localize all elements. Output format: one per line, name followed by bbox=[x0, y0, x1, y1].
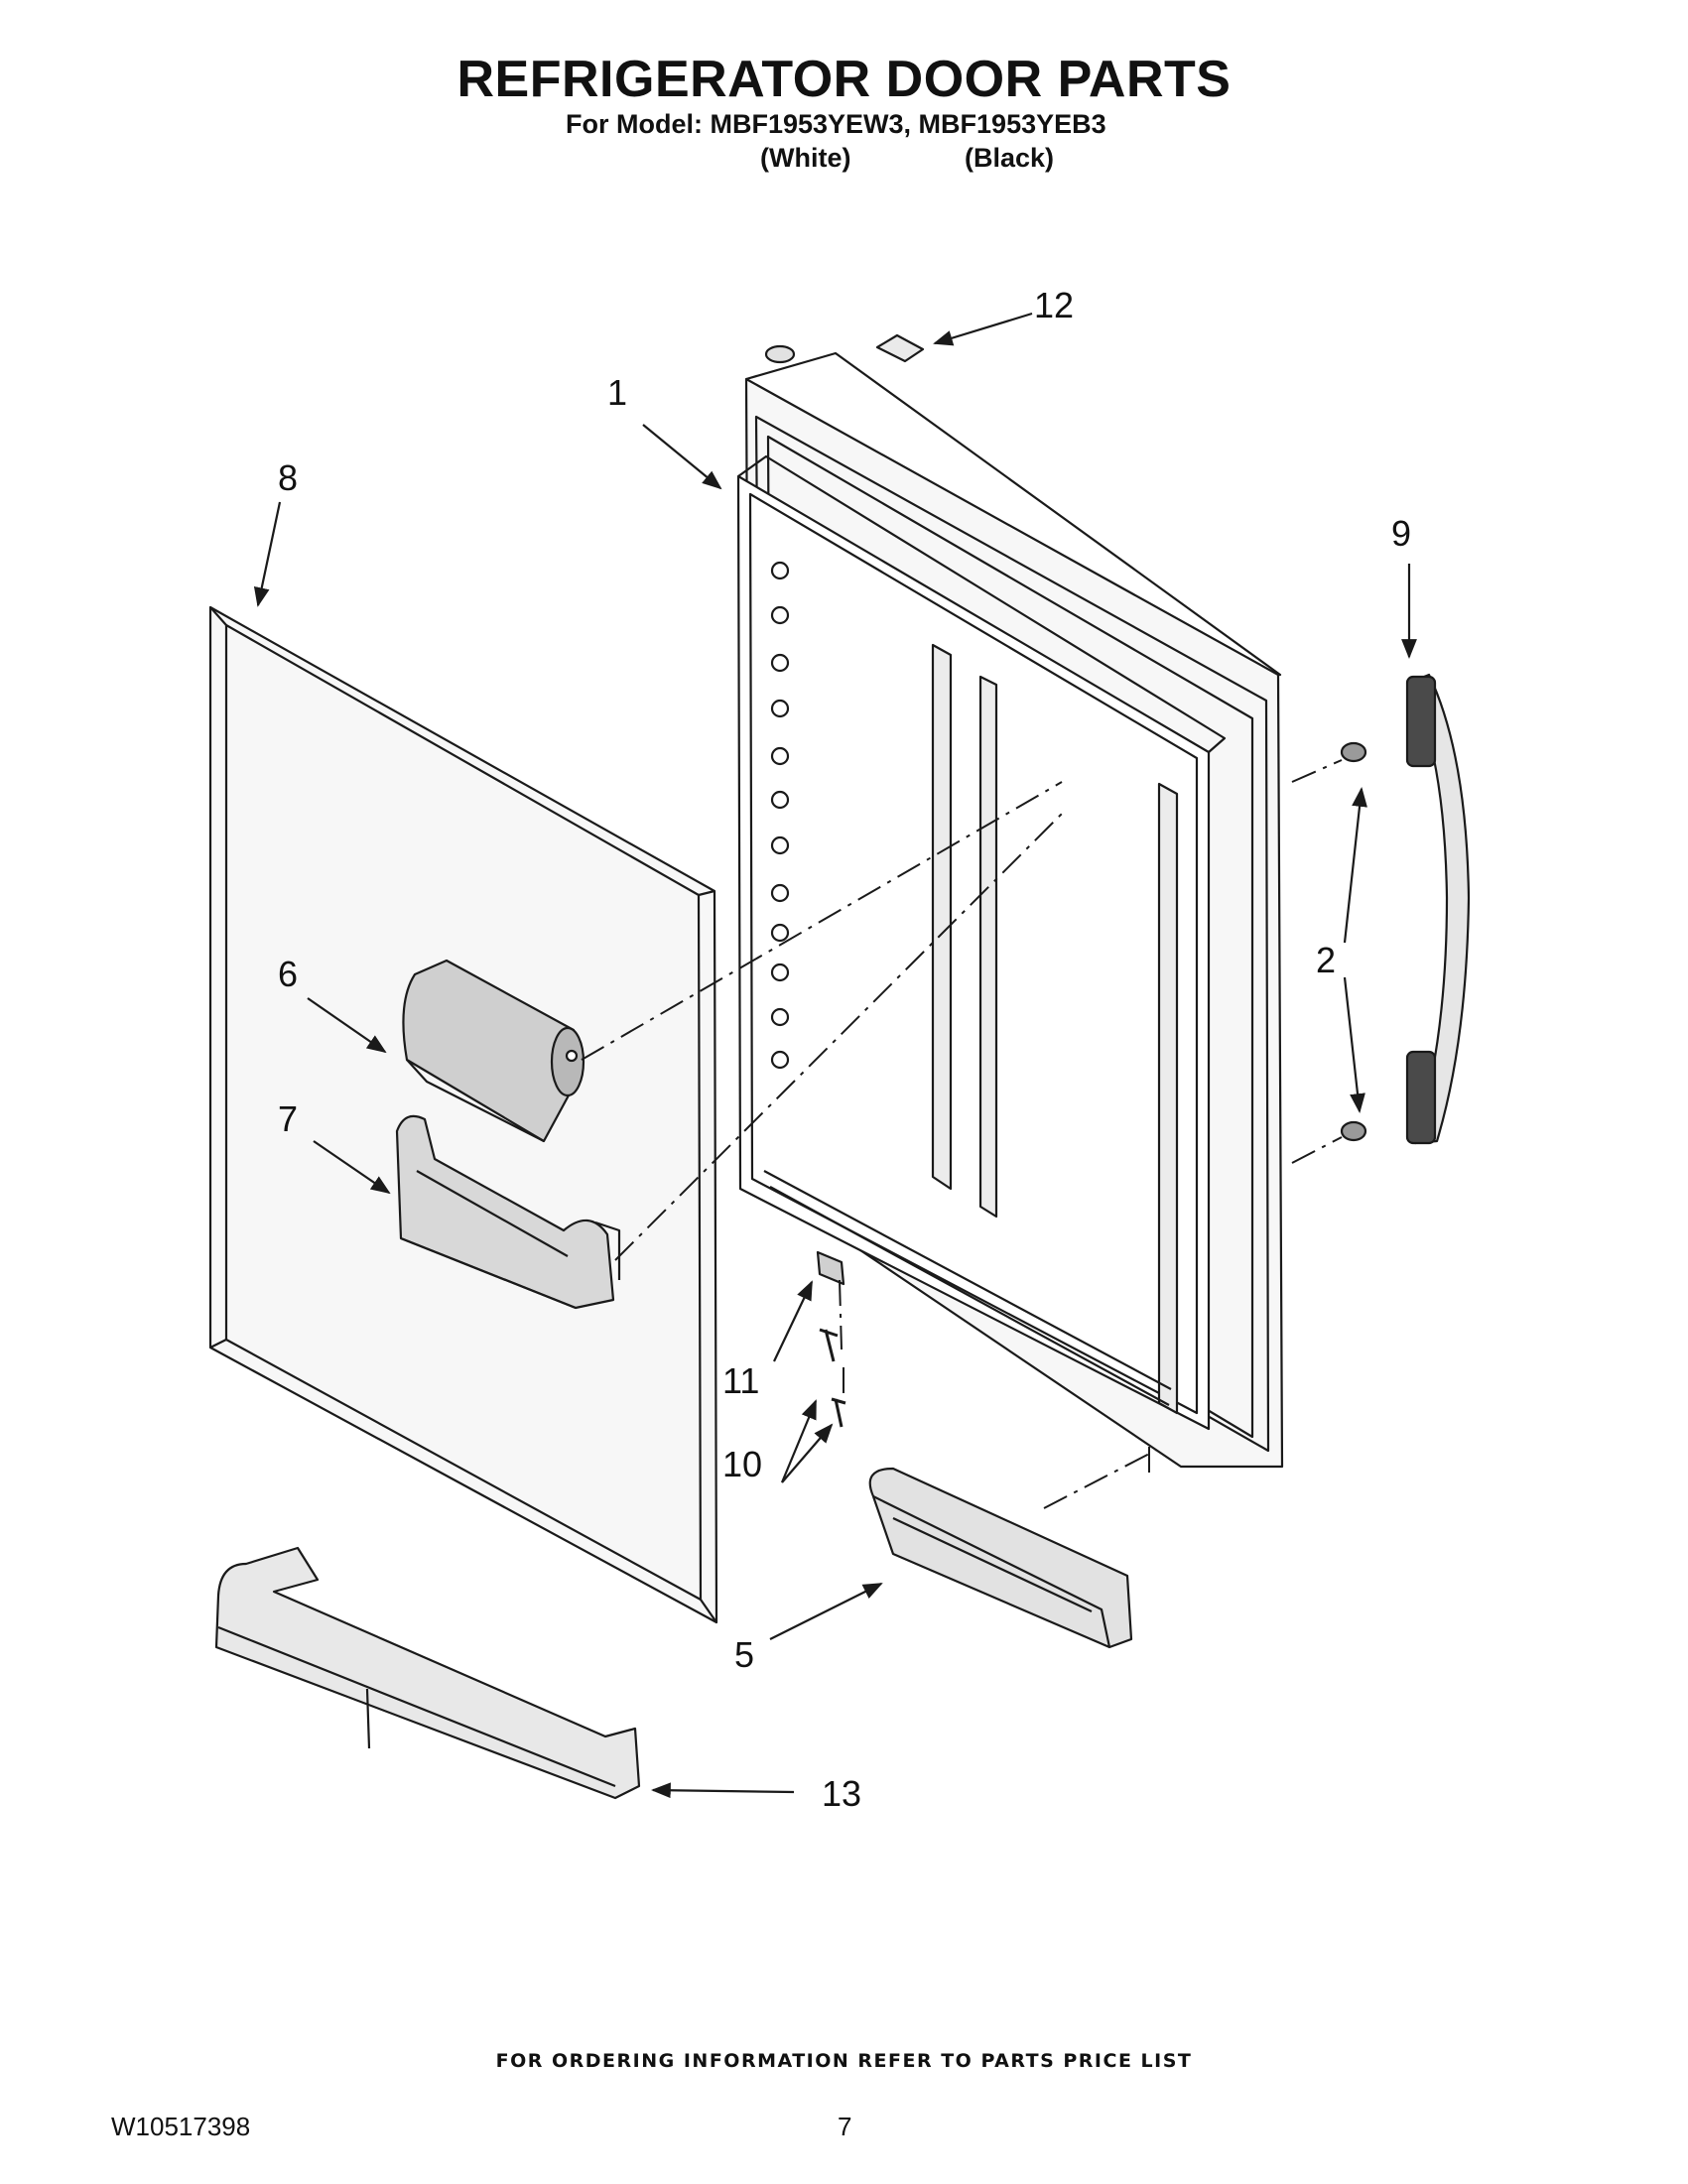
callout-13: 13 bbox=[822, 1773, 861, 1814]
color-white-label: (White) bbox=[760, 143, 851, 173]
callout-7: 7 bbox=[278, 1098, 298, 1139]
door-bin bbox=[868, 1467, 1133, 1649]
door-liner-frame bbox=[736, 344, 1284, 1469]
dispenser-housing bbox=[402, 959, 585, 1143]
color-black-label: (Black) bbox=[965, 143, 1055, 173]
callout-2: 2 bbox=[1316, 940, 1336, 980]
dispenser-tray bbox=[395, 1114, 621, 1310]
page-number: 7 bbox=[838, 2112, 852, 2141]
page-title: REFRIGERATOR DOOR PARTS bbox=[456, 51, 1232, 108]
door-handle bbox=[1405, 673, 1471, 1145]
callout-8: 8 bbox=[278, 457, 298, 498]
lower-door-bin bbox=[214, 1546, 641, 1800]
callout-arrows bbox=[253, 312, 1417, 1799]
shelf-peg-row bbox=[770, 561, 790, 1070]
callout-6: 6 bbox=[278, 954, 298, 994]
callout-5: 5 bbox=[734, 1634, 754, 1675]
doc-number: W10517398 bbox=[111, 2112, 251, 2141]
callout-10: 10 bbox=[722, 1444, 762, 1484]
hinge-bushing bbox=[875, 333, 925, 363]
model-line: For Model: MBF1953YEW3, MBF1953YEB3 bbox=[566, 109, 1106, 139]
callout-12: 12 bbox=[1034, 285, 1074, 325]
callout-1: 1 bbox=[607, 372, 627, 413]
callout-11: 11 bbox=[722, 1360, 759, 1401]
ordering-info: FOR ORDERING INFORMATION REFER TO PARTS … bbox=[495, 2050, 1193, 2072]
clip-and-screws bbox=[816, 1250, 846, 1428]
handle-screws bbox=[1340, 741, 1367, 1142]
door-outer-panel bbox=[208, 605, 718, 1624]
alignment-lines bbox=[581, 759, 1343, 1509]
callout-9: 9 bbox=[1391, 513, 1411, 554]
